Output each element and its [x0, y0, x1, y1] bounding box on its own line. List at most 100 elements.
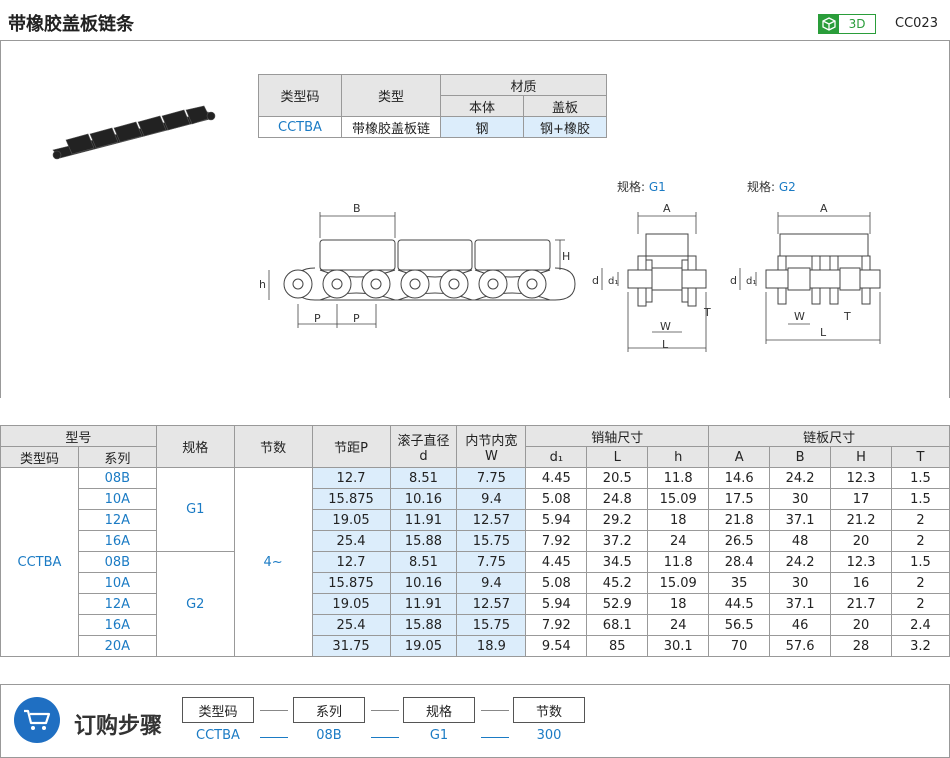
cell-H: 20 [830, 530, 893, 552]
cell-type-code: CCTBA [0, 467, 79, 657]
step-connector [481, 710, 509, 711]
dim-h: h [259, 278, 266, 291]
chain-side-view-drawing: B H h P P [259, 202, 576, 328]
th-count: 节数 [233, 425, 313, 468]
cell-d1: 5.94 [525, 509, 588, 531]
cell-A: 26.5 [708, 530, 771, 552]
cell-d1: 4.45 [525, 551, 588, 573]
g2-spec-label: 规格: G2 [747, 180, 796, 194]
th-h: h [647, 446, 710, 468]
g2-dim-d: d [730, 274, 737, 287]
g2-dim-A: A [820, 202, 828, 215]
page-title: 带橡胶盖板链条 [8, 14, 134, 35]
cell-P: 12.7 [311, 551, 391, 573]
cell-B: 46 [769, 614, 832, 636]
value-connector [371, 737, 399, 738]
product-code: CC023 [895, 16, 938, 31]
cell-T: 2.4 [891, 614, 950, 636]
cell-P: 31.75 [311, 635, 391, 657]
cell-d: 10.16 [389, 572, 458, 594]
step-spec-box: 规格 [403, 697, 475, 723]
g1-cross-section-drawing: A d d₁ W L T [592, 202, 711, 352]
g2-cross-section-drawing: A d d₁ W L T [730, 202, 881, 344]
cell-T: 2 [891, 530, 950, 552]
cell-B: 48 [769, 530, 832, 552]
cell-L: 85 [586, 635, 649, 657]
step-spec-value: G1 [429, 728, 449, 743]
cell-series: 16A [77, 614, 157, 636]
th-H: H [830, 446, 893, 468]
cell-A: 28.4 [708, 551, 771, 573]
cell-cover: 钢+橡胶 [523, 116, 607, 138]
cell-B: 37.1 [769, 509, 832, 531]
th-A: A [708, 446, 771, 468]
cell-W: 12.57 [456, 509, 527, 531]
3d-button[interactable]: 3D [818, 14, 876, 34]
cell-L: 20.5 [586, 467, 649, 489]
g1-dim-L: L [662, 338, 669, 351]
cell-d1: 5.08 [525, 572, 588, 594]
header-material: 材质 [440, 74, 607, 96]
cell-h: 15.09 [647, 572, 710, 594]
cell-A: 44.5 [708, 593, 771, 615]
cell-d: 11.91 [389, 593, 458, 615]
th-L: L [586, 446, 649, 468]
cell-P: 19.05 [311, 593, 391, 615]
value-connector [260, 737, 288, 738]
th-d1: d₁ [525, 446, 588, 468]
step-type-code-value: CCTBA [196, 728, 240, 743]
cell-A: 56.5 [708, 614, 771, 636]
header-body: 本体 [440, 95, 524, 117]
cell-W: 15.75 [456, 530, 527, 552]
cell-spec: G2 [155, 551, 235, 657]
cell-type-code: CCTBA [258, 116, 342, 138]
cell-L: 52.9 [586, 593, 649, 615]
order-title: 订购步骤 [74, 714, 163, 739]
dim-B: B [353, 202, 361, 215]
th-T: T [891, 446, 950, 468]
cell-h: 18 [647, 593, 710, 615]
step-series-value: 08B [316, 728, 342, 743]
cell-L: 34.5 [586, 551, 649, 573]
dim-H: H [562, 250, 570, 263]
cell-T: 2 [891, 509, 950, 531]
g1-spec-label: 规格: G1 [617, 180, 666, 194]
cell-A: 14.6 [708, 467, 771, 489]
cell-B: 30 [769, 572, 832, 594]
cell-W: 7.75 [456, 551, 527, 573]
cell-series: 08B [77, 467, 157, 489]
cell-L: 68.1 [586, 614, 649, 636]
dim-P2: P [353, 312, 360, 325]
cell-W: 7.75 [456, 467, 527, 489]
cell-B: 30 [769, 488, 832, 510]
cell-P: 19.05 [311, 509, 391, 531]
cell-P: 12.7 [311, 467, 391, 489]
cell-H: 28 [830, 635, 893, 657]
cell-type: 带橡胶盖板链 [341, 116, 441, 138]
cell-d1: 9.54 [525, 635, 588, 657]
cell-d: 8.51 [389, 551, 458, 573]
step-count-value: 300 [536, 728, 562, 743]
step-connector [260, 710, 288, 711]
cell-series: 12A [77, 509, 157, 531]
cell-L: 29.2 [586, 509, 649, 531]
cell-H: 17 [830, 488, 893, 510]
dim-P1: P [314, 312, 321, 325]
cell-B: 24.2 [769, 467, 832, 489]
th-spec: 规格 [155, 425, 235, 468]
cell-P: 15.875 [311, 572, 391, 594]
cell-d: 11.91 [389, 509, 458, 531]
cell-d1: 5.08 [525, 488, 588, 510]
cell-series: 10A [77, 572, 157, 594]
cell-P: 15.875 [311, 488, 391, 510]
cell-H: 12.3 [830, 467, 893, 489]
cell-body: 钢 [440, 116, 524, 138]
cell-W: 9.4 [456, 488, 527, 510]
cell-B: 24.2 [769, 551, 832, 573]
